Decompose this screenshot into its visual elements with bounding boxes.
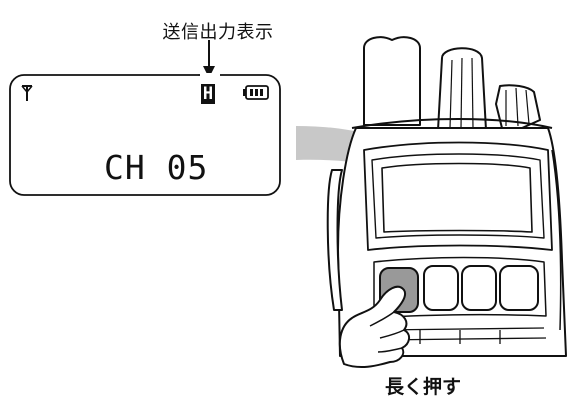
callout-band <box>296 126 458 214</box>
radio-illustration <box>326 36 567 357</box>
antenna-icon <box>21 85 33 101</box>
power-level-indicator: H <box>201 84 215 104</box>
long-press-label: 長く押す <box>384 376 461 398</box>
battery-icon <box>243 85 269 100</box>
power-display-label: 送信出力表示 <box>162 22 274 43</box>
pointing-hand-icon <box>338 285 410 369</box>
channel-display: CH 05 <box>104 148 209 187</box>
lcd-panel <box>9 74 281 196</box>
down-arrow-icon <box>203 40 215 78</box>
